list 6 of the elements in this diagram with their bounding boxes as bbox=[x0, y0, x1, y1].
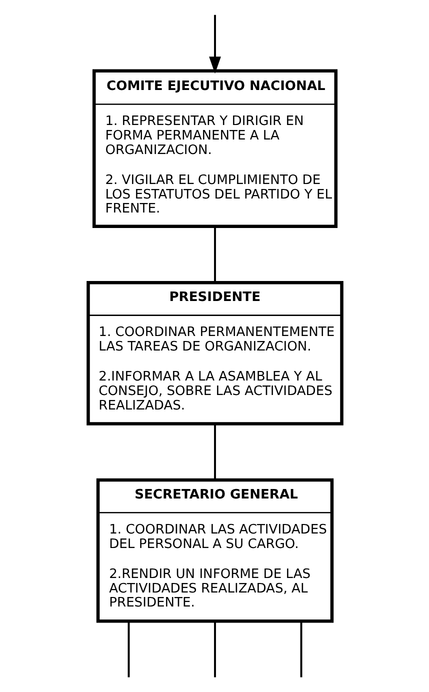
arrow bbox=[208, 14, 220, 74]
connector bbox=[214, 621, 216, 678]
connector bbox=[127, 621, 130, 678]
connector bbox=[214, 226, 216, 283]
connector bbox=[214, 424, 216, 480]
connector bbox=[300, 621, 302, 678]
